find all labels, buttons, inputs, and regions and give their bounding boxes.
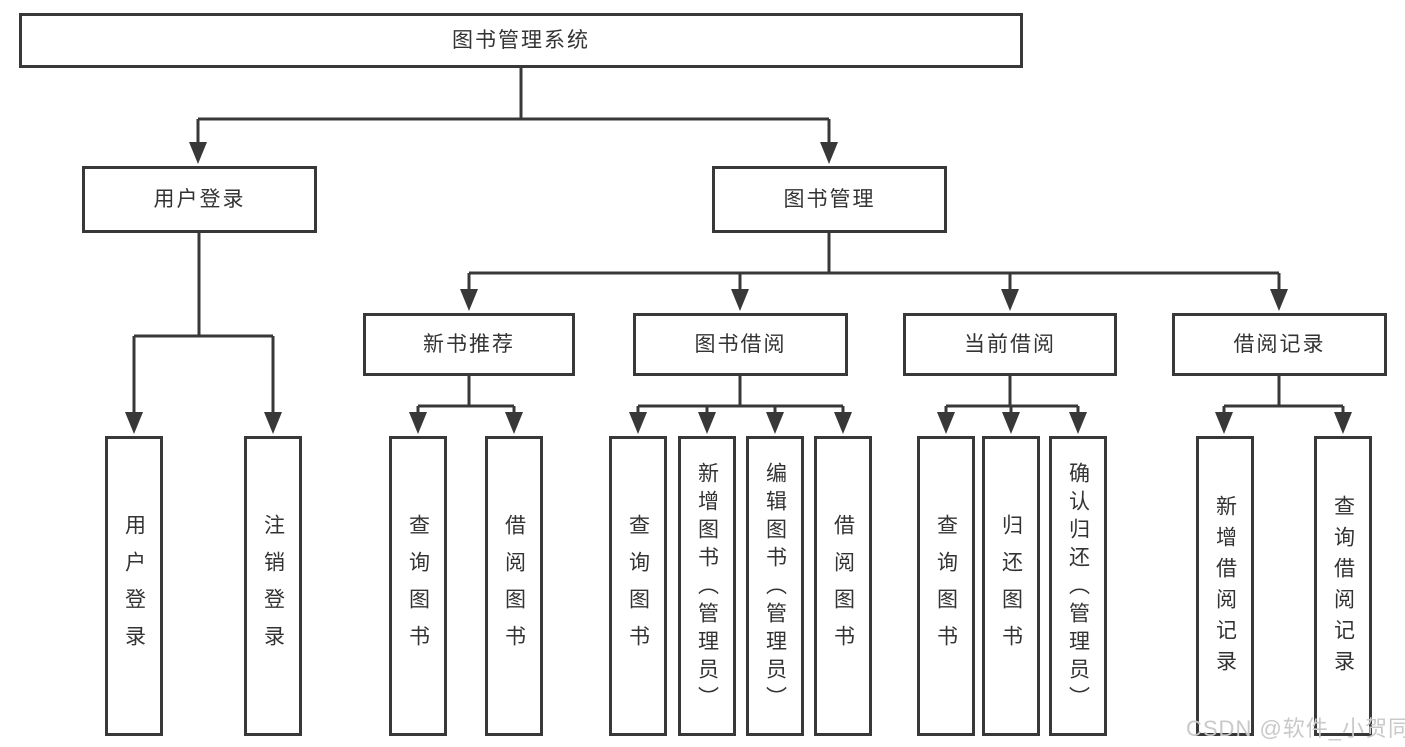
leaf-borrowing-edit-books-admin: 编辑图书（管理员）	[746, 436, 804, 736]
arrow-down-icon	[698, 412, 716, 434]
arrow-down-icon	[629, 412, 647, 434]
leaf-user-login: 用户登录	[105, 436, 163, 736]
leaf-borrowing-query-books: 查询图书	[609, 436, 667, 736]
node-book-management: 图书管理	[712, 166, 947, 233]
arrow-down-icon	[189, 142, 207, 164]
arrow-down-icon	[1270, 289, 1288, 311]
connector-borrowing-records	[1215, 376, 1352, 434]
leaf-recommend-borrow-books: 借阅图书	[485, 436, 543, 736]
leaf-current-return-books: 归还图书	[982, 436, 1040, 736]
leaf-records-query-record: 查询借阅记录	[1314, 436, 1372, 736]
arrow-down-icon	[460, 289, 478, 311]
leaf-current-confirm-return-admin: 确认归还（管理员）	[1049, 436, 1107, 736]
connector-book-management	[460, 233, 1288, 311]
connector-book-borrowing	[629, 376, 852, 434]
leaf-records-add-record: 新增借阅记录	[1196, 436, 1254, 736]
arrow-down-icon	[1002, 412, 1020, 434]
arrow-down-icon	[937, 412, 955, 434]
connector-current-borrowing	[937, 376, 1087, 434]
arrow-down-icon	[834, 412, 852, 434]
arrow-down-icon	[505, 412, 523, 434]
leaf-borrowing-add-books-admin: 新增图书（管理员）	[678, 436, 736, 736]
arrow-down-icon	[409, 412, 427, 434]
node-current-borrowing: 当前借阅	[903, 313, 1117, 376]
arrow-down-icon	[820, 142, 838, 164]
arrow-down-icon	[1334, 412, 1352, 434]
leaf-recommend-query-books: 查询图书	[389, 436, 447, 736]
leaf-borrowing-borrow-books: 借阅图书	[814, 436, 872, 736]
leaf-current-query-books: 查询图书	[917, 436, 975, 736]
node-book-borrowing: 图书借阅	[633, 313, 848, 376]
arrow-down-icon	[1069, 412, 1087, 434]
arrow-down-icon	[731, 289, 749, 311]
arrow-down-icon	[264, 412, 282, 434]
node-borrowing-records: 借阅记录	[1172, 313, 1387, 376]
arrow-down-icon	[766, 412, 784, 434]
leaf-logout: 注销登录	[244, 436, 302, 736]
arrow-down-icon	[1215, 412, 1233, 434]
connector-user-login	[125, 233, 282, 434]
arrow-down-icon	[1001, 289, 1019, 311]
watermark-text: CSDN @软件_小贺同学	[1186, 716, 1405, 741]
node-user-login: 用户登录	[82, 166, 317, 233]
node-new-book-recommend: 新书推荐	[363, 313, 575, 376]
node-root: 图书管理系统	[19, 13, 1023, 68]
connector-new-book-recommend	[409, 376, 523, 434]
arrow-down-icon	[125, 412, 143, 434]
connector-root	[189, 68, 838, 164]
